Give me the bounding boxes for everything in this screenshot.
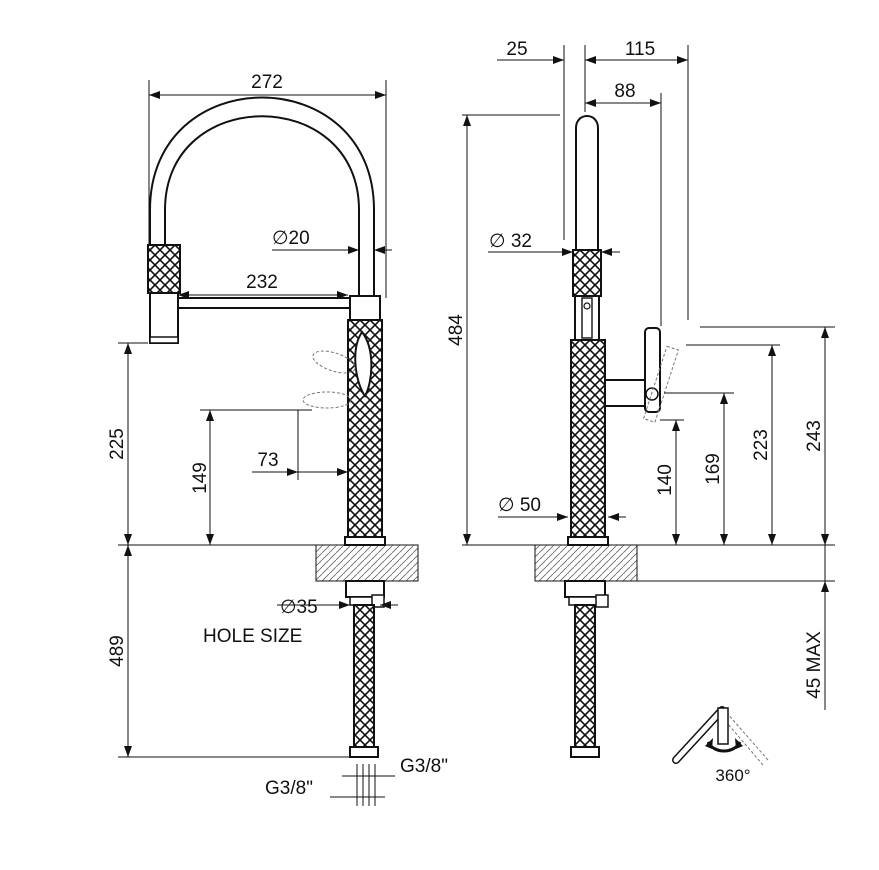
dim-height-223: 223 [751, 429, 772, 461]
countertop-right [534, 544, 638, 582]
countertop-left [315, 544, 419, 582]
spray-head-nozzle [149, 292, 179, 344]
dim-reach-88: 88 [614, 81, 635, 102]
dim-height-149: 149 [190, 462, 211, 494]
dim-height-169: 169 [703, 453, 724, 485]
dim-height-140: 140 [655, 464, 676, 496]
dim-spray-232: 232 [246, 272, 278, 293]
dim-hole-dia: ∅35 [280, 597, 318, 618]
rotation-label: 360° [715, 766, 750, 785]
dim-width-272: 272 [251, 72, 283, 93]
dim-offset-25: 25 [506, 39, 527, 60]
side-upright-tube [575, 115, 599, 250]
conn-left-label: G3/8" [265, 778, 313, 799]
supply-hoses-side [574, 604, 596, 748]
lever-ghost-2 [302, 391, 352, 409]
dim-lever-73: 73 [257, 450, 278, 471]
conn-right-label: G3/8" [400, 756, 448, 777]
spray-bar [177, 297, 351, 309]
lever-ghost-1 [312, 350, 356, 374]
dim-base-dia-50: ∅ 50 [498, 495, 541, 516]
dim-total-484: 484 [446, 314, 467, 346]
dim-reach-115: 115 [625, 39, 655, 60]
dim-height-225: 225 [107, 428, 128, 460]
faucet-collar [349, 295, 381, 321]
front-view: 272 ∅20 232 225 149 73 48 [107, 72, 448, 806]
side-view: 25 115 88 484 ∅ 32 ∅ 50 140 [446, 39, 835, 785]
lever-handle [354, 330, 373, 398]
dim-below-489: 489 [107, 635, 128, 667]
rotation-360-icon: 360° [672, 706, 769, 785]
dim-deck-max: 45 MAX [804, 631, 825, 699]
supply-hoses-front [353, 604, 375, 748]
side-body-braided [570, 339, 606, 541]
spray-head-braided [147, 244, 181, 294]
hole-size-label: HOLE SIZE [203, 626, 302, 647]
dim-body-dia-32: ∅ 32 [489, 231, 532, 252]
dim-height-243: 243 [804, 420, 825, 452]
side-spray-braided [572, 249, 602, 297]
dim-hose-dia: ∅20 [272, 228, 310, 249]
